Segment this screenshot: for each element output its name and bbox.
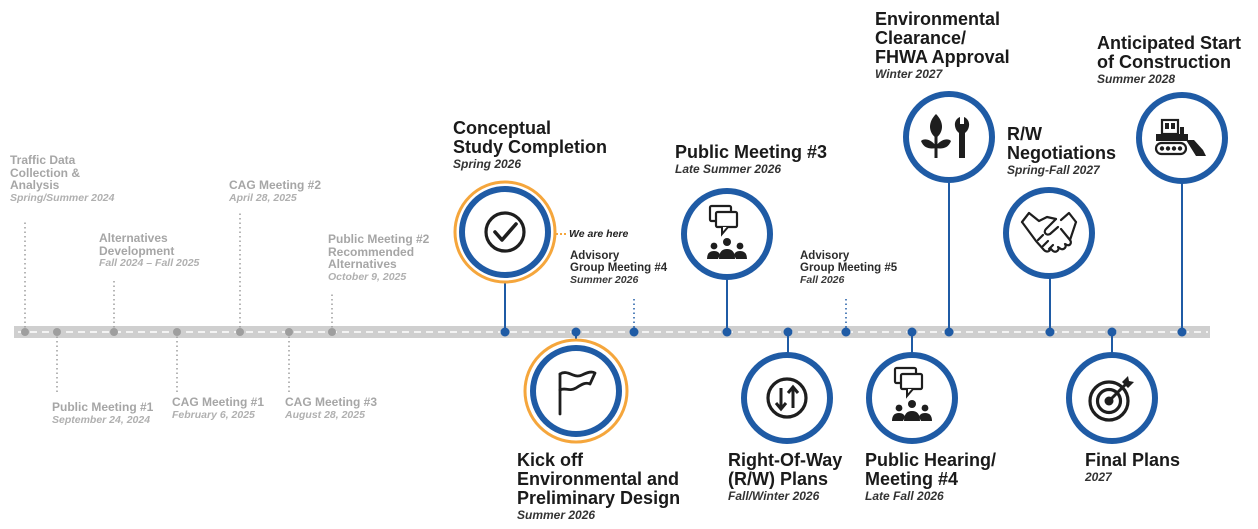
meeting-people-icon: [707, 204, 747, 259]
handshake-icon: [1020, 211, 1078, 253]
leaf-wrench-icon: [921, 114, 970, 158]
dot-public-meeting-1: [53, 328, 61, 336]
dot-cag-1: [173, 328, 181, 336]
milestone-start-construction: [1136, 92, 1228, 337]
milestone-rw-negotiations: [1003, 187, 1095, 337]
dot-alternatives: [110, 328, 118, 336]
meeting-people-icon: [892, 366, 932, 421]
milestone-final-plans: [1066, 327, 1158, 444]
label-public-meeting-2: Public Meeting #2 Recommended Alternativ…: [328, 232, 430, 283]
label-environmental-clearance: Environmental Clearance/ FHWA Approval W…: [875, 9, 1010, 81]
dot-cag-2: [236, 328, 244, 336]
milestone-kick-off: [523, 327, 629, 444]
label-cag-1: CAG Meeting #1 February 6, 2025: [172, 395, 265, 421]
label-advisory-5: Advisory Group Meeting #5 Fall 2026: [800, 250, 898, 287]
label-cag-3: CAG Meeting #3 August 28, 2025: [285, 395, 378, 421]
milestone-public-hearing: [866, 327, 958, 444]
bulldozer-icon: [1154, 118, 1206, 156]
label-public-meeting-1: Public Meeting #1 September 24, 2024: [52, 400, 154, 426]
label-traffic-data: Traffic Data Collection & Analysis Sprin…: [10, 153, 115, 204]
milestone-right-of-way: [741, 327, 833, 444]
milestone-environmental-clearance: [903, 91, 995, 337]
dot-public-meeting-2: [328, 328, 336, 336]
dashed-pointer: [556, 233, 566, 236]
label-start-construction: Anticipated Start of Construction Summer…: [1097, 33, 1242, 86]
label-conceptual-study: Conceptual Study Completion Spring 2026: [453, 118, 607, 171]
dot-advisory-5: [841, 327, 851, 337]
label-kick-off: Kick off Environmental and Preliminary D…: [517, 450, 681, 522]
milestone-conceptual-study: [453, 180, 557, 337]
label-cag-2: CAG Meeting #2 April 28, 2025: [229, 178, 322, 204]
dot-advisory-4: [629, 327, 639, 337]
milestone-public-meeting-3: [681, 188, 773, 337]
label-alternatives: Alternatives Development Fall 2024 – Fal…: [99, 231, 200, 270]
label-public-meeting-3: Public Meeting #3 Late Summer 2026: [675, 142, 828, 176]
you-are-here-note: We are here: [556, 228, 628, 240]
flag-icon: [558, 370, 597, 416]
target-icon: [1088, 376, 1134, 422]
label-advisory-4: Advisory Group Meeting #4 Summer 2026: [570, 250, 668, 287]
updown-arrows-icon: [766, 377, 808, 419]
label-rw-negotiations: R/W Negotiations Spring-Fall 2027: [1007, 124, 1117, 177]
dot-cag-3: [285, 328, 293, 336]
checkmark-icon: [484, 211, 526, 253]
dot-traffic-data: [21, 328, 29, 336]
label-right-of-way: Right-Of-Way (R/W) Plans Fall/Winter 202…: [728, 450, 843, 503]
label-public-hearing: Public Hearing/ Meeting #4 Late Fall 202…: [865, 450, 997, 503]
label-final-plans: Final Plans 2027: [1085, 450, 1181, 484]
